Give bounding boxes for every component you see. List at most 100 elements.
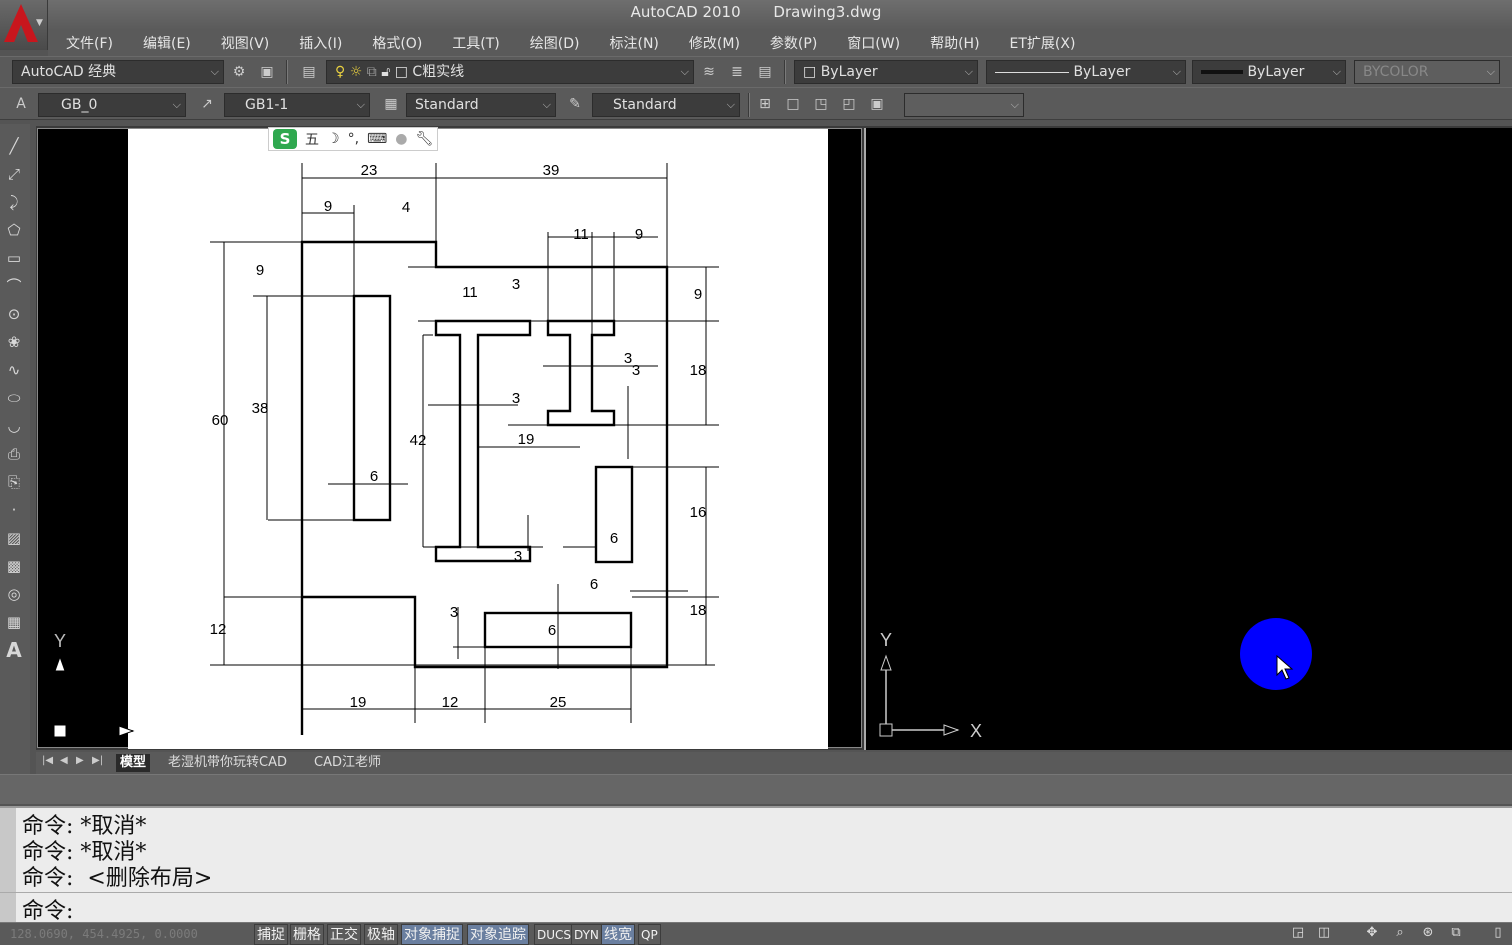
make-block-icon[interactable]: ⎘ (7, 473, 20, 491)
ellipse-arc-icon[interactable]: ◡ (7, 417, 21, 435)
moon-icon[interactable]: ☽ (327, 131, 340, 147)
next-tab-icon[interactable]: ▶ (76, 755, 84, 766)
status-btn-ducs[interactable]: DUCS (534, 924, 575, 945)
command-input[interactable]: 命令: (0, 892, 1512, 924)
menu-item[interactable]: 修改(M) (688, 36, 740, 52)
clip-viewport-icon[interactable]: ▣ (870, 96, 884, 112)
horizontal-scrollbar[interactable] (0, 774, 1512, 804)
status-btn-lineweight[interactable]: 线宽 (601, 924, 635, 945)
circle-icon[interactable]: ⊙ (7, 305, 21, 323)
dimension-label: 3 (624, 350, 632, 367)
menu-item[interactable]: 帮助(H) (930, 36, 980, 52)
polygonal-viewport-icon[interactable]: ◳ (814, 96, 828, 112)
line-icon[interactable]: ╱ (9, 137, 19, 155)
prev-tab-icon[interactable]: ◀ (60, 755, 68, 766)
menu-item[interactable]: 参数(P) (769, 36, 818, 52)
hatch-icon[interactable]: ▨ (6, 529, 22, 547)
viewport-scale-select: ⌵ (904, 93, 1024, 117)
chevron-down-icon: ⌵ (726, 98, 735, 111)
multiline-text-icon[interactable]: A (6, 638, 22, 662)
gradient-icon[interactable]: ▩ (6, 557, 22, 575)
ime-toolbar[interactable]: S 五 ☽ °, ⌨ ● 🔧︎ (268, 127, 438, 151)
pan-icon[interactable]: ✥ (1366, 925, 1378, 940)
user-icon[interactable]: ● (395, 131, 408, 147)
status-btn-grid[interactable]: 栅格 (290, 924, 324, 945)
gear-icon[interactable]: ⚙ (232, 64, 246, 80)
status-btn-otrack[interactable]: 对象追踪 (467, 924, 529, 945)
menu-item[interactable]: 工具(T) (452, 36, 500, 52)
polygon-icon[interactable]: ⬠ (7, 221, 21, 239)
menu-item[interactable]: ET扩展(X) (1009, 36, 1076, 52)
status-btn-polar[interactable]: 极轴 (364, 924, 398, 945)
status-btn-osnap[interactable]: 对象捕捉 (401, 924, 463, 945)
tab-layout-1[interactable]: 老湿机带你玩转CAD (168, 755, 287, 770)
dimension-style-select[interactable]: GB1-1⌵ (224, 93, 370, 117)
ellipse-icon[interactable]: ⬭ (7, 389, 21, 407)
tab-model[interactable]: 模型 (116, 754, 151, 772)
menu-item[interactable]: 文件(F) (66, 36, 113, 52)
sogou-logo-icon[interactable]: S (273, 129, 297, 149)
arc-icon[interactable]: ⌒ (6, 277, 22, 295)
region-icon[interactable]: ◎ (7, 585, 21, 603)
lineweight-select[interactable]: ByLayer⌵ (1192, 60, 1346, 84)
spline-icon[interactable]: ∿ (7, 361, 21, 379)
steering-wheel-icon[interactable]: ⊛ (1422, 925, 1434, 940)
showmotion-icon[interactable]: ⧉ (1451, 925, 1461, 940)
command-window-grip[interactable] (0, 808, 16, 924)
wrench-icon[interactable]: 🔧︎ (415, 131, 434, 147)
table-style-select[interactable]: Standard⌵ (406, 93, 556, 117)
dimension-style-icon[interactable]: ↗ (201, 96, 213, 112)
multileader-style-select[interactable]: Standard⌵ (592, 93, 740, 117)
polyline-icon[interactable]: ⤸ (9, 193, 19, 211)
convert-viewport-icon[interactable]: ◰ (842, 96, 856, 112)
linetype-select[interactable]: ByLayer⌵ (986, 60, 1186, 84)
menu-item[interactable]: 标注(N) (609, 36, 659, 52)
menu-item[interactable]: 窗口(W) (847, 36, 901, 52)
viewport-dialog-icon[interactable]: ⊞ (759, 96, 771, 112)
workspace-value: AutoCAD 经典 (21, 64, 117, 80)
point-icon[interactable]: · (11, 501, 17, 519)
rectangle-icon[interactable]: ▭ (6, 249, 22, 267)
keyboard-icon[interactable]: ⌨ (367, 131, 388, 147)
menu-item[interactable]: 编辑(E) (142, 36, 191, 52)
menu-item[interactable]: 插入(I) (299, 36, 343, 52)
layer-select[interactable]: ♀ ☼ ⧉ 🔓︎ □ C粗实线 ⌵ (326, 60, 694, 84)
menu-item[interactable]: 格式(O) (372, 36, 423, 52)
layer-states-icon[interactable]: ▤ (758, 64, 772, 80)
menu-item[interactable]: 视图(V) (220, 36, 270, 52)
insert-block-icon[interactable]: ⎙ (7, 445, 20, 463)
make-current-layer-icon[interactable]: ≋ (703, 64, 715, 80)
text-style-icon[interactable]: A (16, 96, 26, 112)
tab-layout-2[interactable]: CAD江老师 (314, 755, 381, 770)
toolbar-lock-icon[interactable]: ▯ (1494, 925, 1502, 940)
model-space-icon[interactable]: ◲ (1291, 925, 1305, 940)
status-btn-dyn[interactable]: DYN (571, 924, 602, 945)
status-btn-snap[interactable]: 捕捉 (254, 924, 288, 945)
punctuation-icon[interactable]: °, (347, 131, 360, 147)
single-viewport-icon[interactable]: □ (786, 96, 800, 112)
workspace-select[interactable]: AutoCAD 经典⌵ (12, 60, 224, 84)
revision-cloud-icon[interactable]: ❀ (7, 333, 21, 351)
text-style-select[interactable]: GB_0⌵ (38, 93, 186, 117)
layer-manager-icon[interactable]: ▤ (302, 64, 316, 80)
construction-line-icon[interactable]: ⤢ (7, 165, 20, 183)
viewport-right[interactable]: Y X (864, 128, 1512, 750)
color-select[interactable]: □ ByLayer⌵ (794, 60, 978, 84)
ime-mode[interactable]: 五 (305, 132, 319, 148)
dimension-label: 18 (690, 362, 707, 379)
status-btn-qp[interactable]: QP (638, 924, 661, 945)
first-tab-icon[interactable]: |◀ (42, 755, 54, 766)
menu-item[interactable]: 绘图(D) (529, 36, 580, 52)
multileader-style-icon[interactable]: ✎ (569, 96, 581, 112)
application-menu-button[interactable]: ▼ (0, 0, 48, 50)
dimension-label: 18 (690, 602, 707, 619)
workspace-toolbar-icon[interactable]: ▣ (260, 64, 274, 80)
layer-previous-icon[interactable]: ≣ (731, 64, 743, 80)
zoom-icon[interactable]: ⌕ (1396, 925, 1404, 940)
layout-icon[interactable]: ◫ (1317, 925, 1331, 940)
table-style-icon[interactable]: ▦ (384, 96, 398, 112)
last-tab-icon[interactable]: ▶| (92, 755, 104, 766)
viewport-left[interactable]: 23 39 9 4 11 9 9 11 3 9 60 38 42 3 3 18 … (37, 128, 862, 749)
status-btn-ortho[interactable]: 正交 (327, 924, 361, 945)
table-icon[interactable]: ▦ (6, 613, 22, 631)
